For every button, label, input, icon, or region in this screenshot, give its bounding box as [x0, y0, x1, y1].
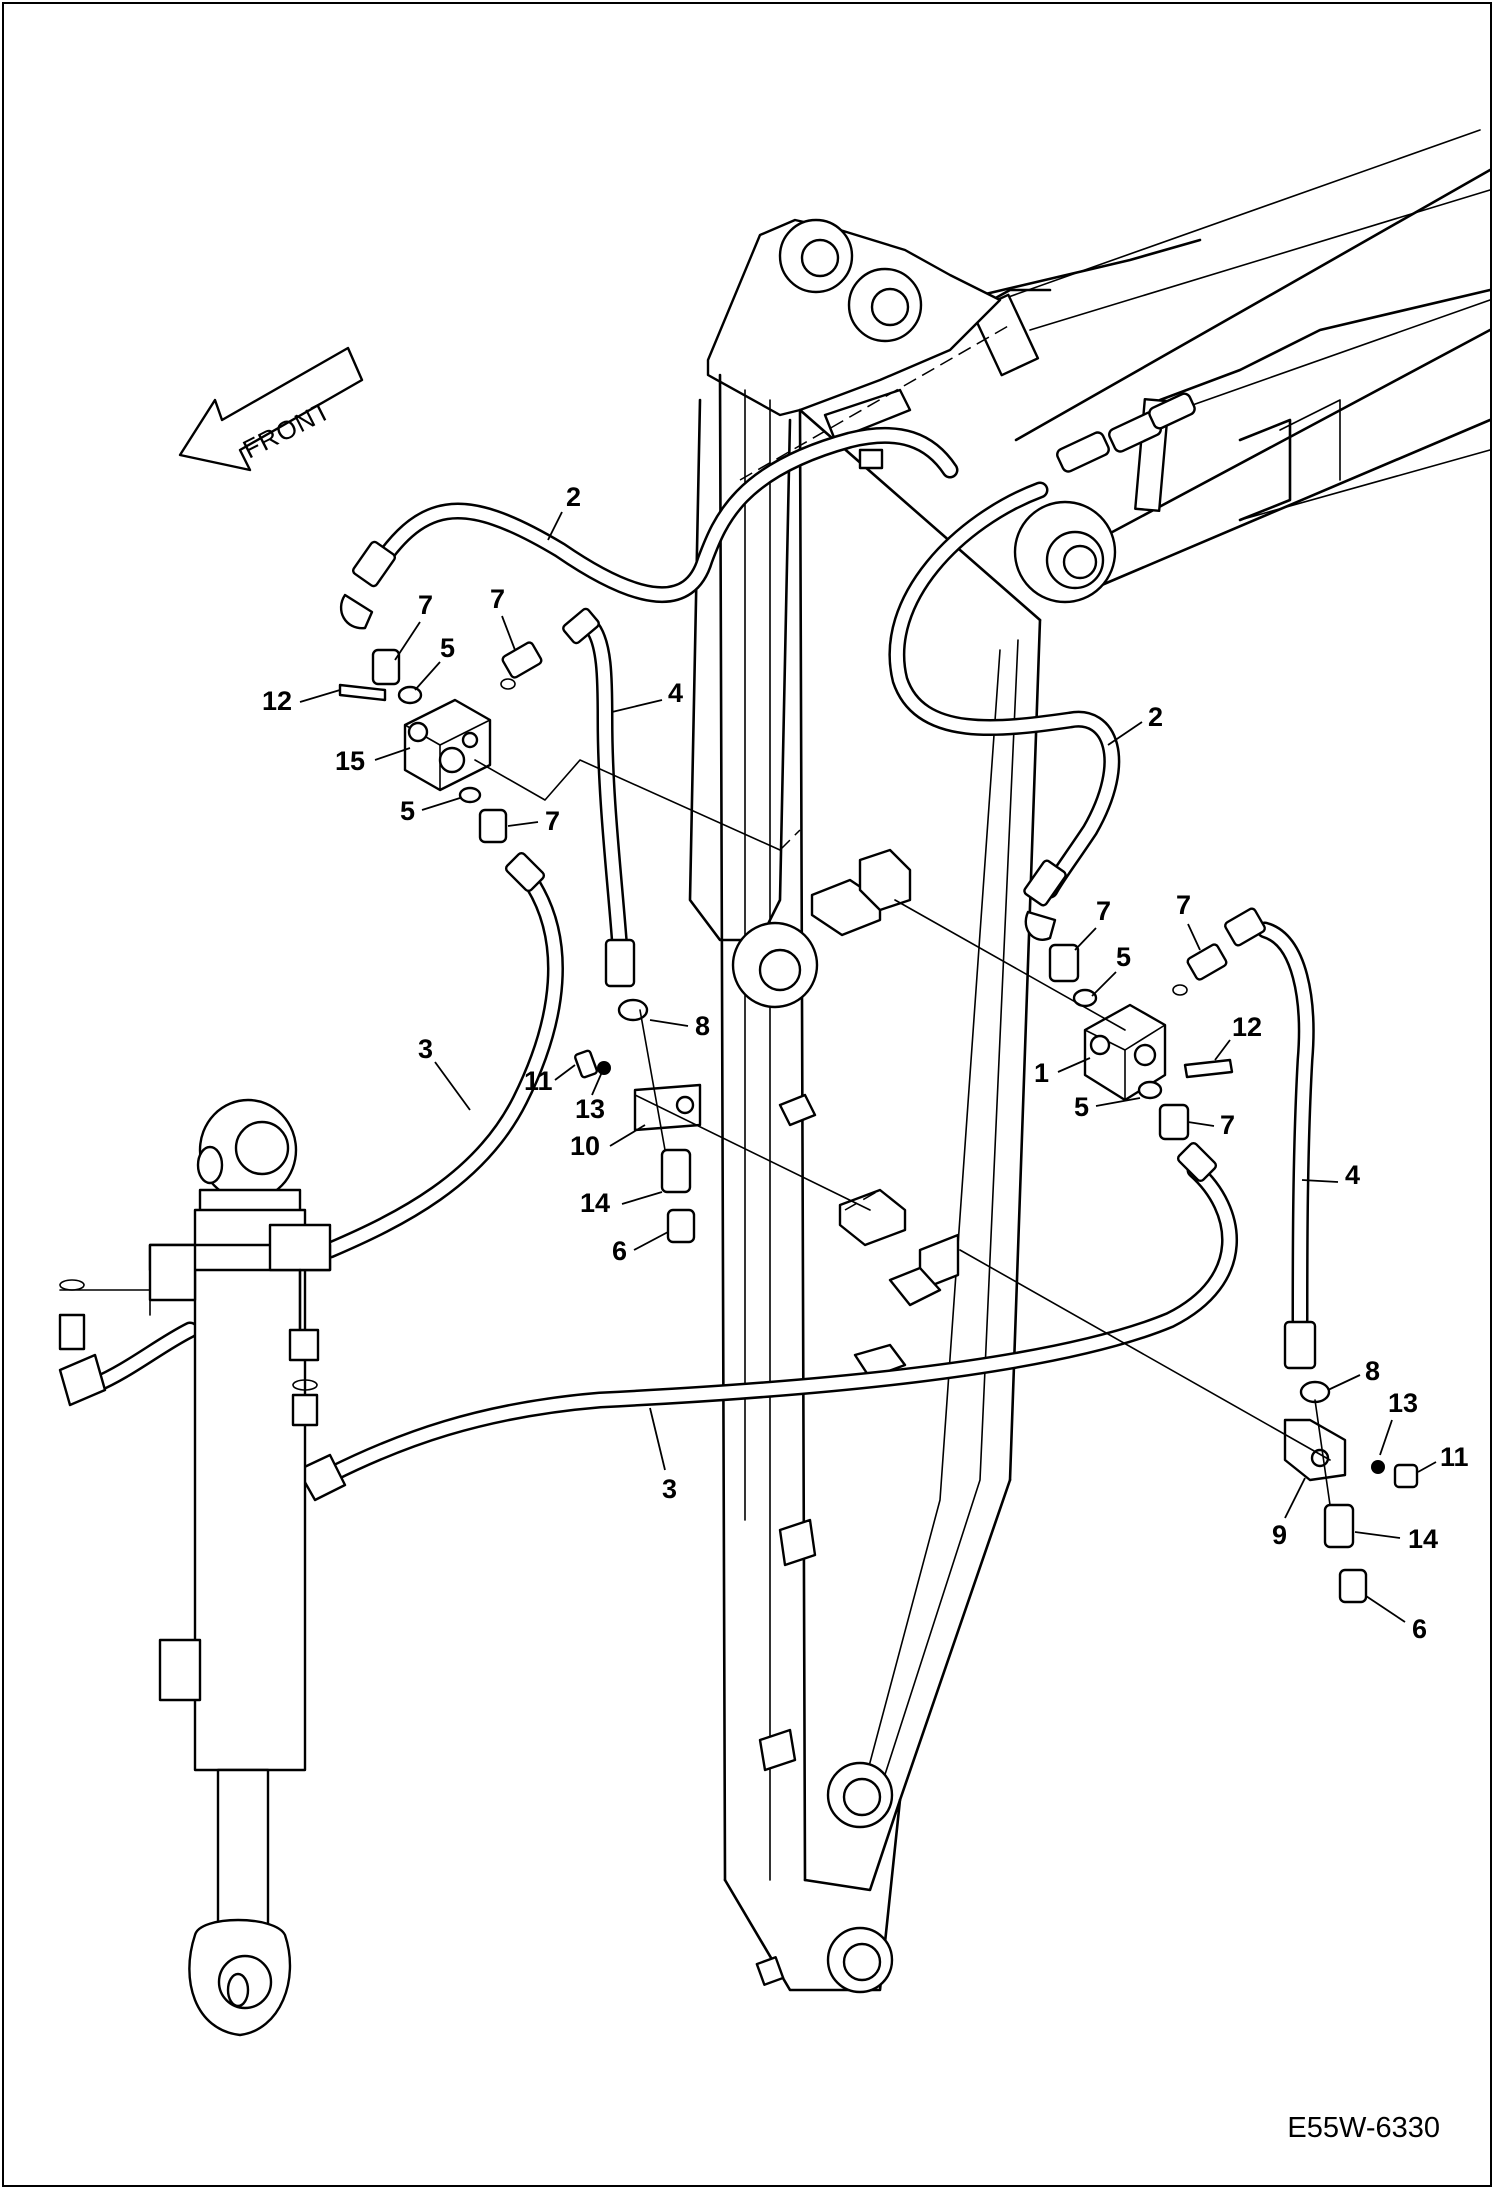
- callout-12-left: 12: [262, 686, 292, 716]
- callout-3-upper: 3: [418, 1034, 433, 1064]
- callout-6-left: 6: [612, 1236, 627, 1266]
- callout-1: 1: [1034, 1058, 1049, 1088]
- hoses: [86, 426, 1315, 1484]
- callout-3-lower: 3: [662, 1474, 677, 1504]
- callout-4-left: 4: [668, 678, 683, 708]
- callout-15: 15: [335, 746, 365, 776]
- callout-13-left: 13: [575, 1094, 605, 1124]
- callout-7-e: 7: [1176, 890, 1191, 920]
- front-arrow-icon: FRONT: [178, 346, 364, 472]
- block-15: [403, 698, 492, 792]
- callout-5-b: 5: [400, 796, 415, 826]
- hose-fittings: [58, 540, 1317, 1502]
- small-parts-left: [338, 641, 702, 1244]
- callout-11-left: 11: [524, 1066, 553, 1096]
- callouts: 2 7 7 5 4 12 15 5 7 8 3 11 13 10 14 6 2 …: [262, 482, 1469, 1644]
- callout-12-right: 12: [1232, 1012, 1262, 1042]
- callout-7-b: 7: [490, 584, 505, 614]
- callout-14-right: 14: [1408, 1524, 1438, 1554]
- assembly-lines: [474, 324, 1331, 1506]
- callout-5-a: 5: [440, 633, 455, 663]
- arm: [688, 218, 1042, 1994]
- callout-11-right: 11: [1440, 1442, 1469, 1472]
- callout-10: 10: [570, 1131, 600, 1161]
- cylinder: [58, 1098, 332, 2037]
- callout-7-f: 7: [1220, 1110, 1235, 1140]
- callout-8-left: 8: [695, 1011, 710, 1041]
- callout-7-d: 7: [1096, 896, 1111, 926]
- callout-13-right: 13: [1388, 1388, 1418, 1418]
- callout-5-c: 5: [1116, 942, 1131, 972]
- callout-14-left: 14: [580, 1188, 610, 1218]
- callout-6-right: 6: [1412, 1614, 1427, 1644]
- boom: [958, 129, 1492, 604]
- callout-7-c: 7: [545, 806, 560, 836]
- callout-5-d: 5: [1074, 1092, 1089, 1122]
- callout-2-left: 2: [566, 482, 581, 512]
- drawing-code: E55W-6330: [1287, 2112, 1440, 2144]
- callout-9: 9: [1272, 1520, 1287, 1550]
- callout-8-right: 8: [1365, 1356, 1380, 1386]
- callout-4-right: 4: [1345, 1160, 1360, 1190]
- callout-7-a: 7: [418, 590, 433, 620]
- callout-2-right: 2: [1148, 702, 1163, 732]
- block-1: [1083, 1003, 1167, 1102]
